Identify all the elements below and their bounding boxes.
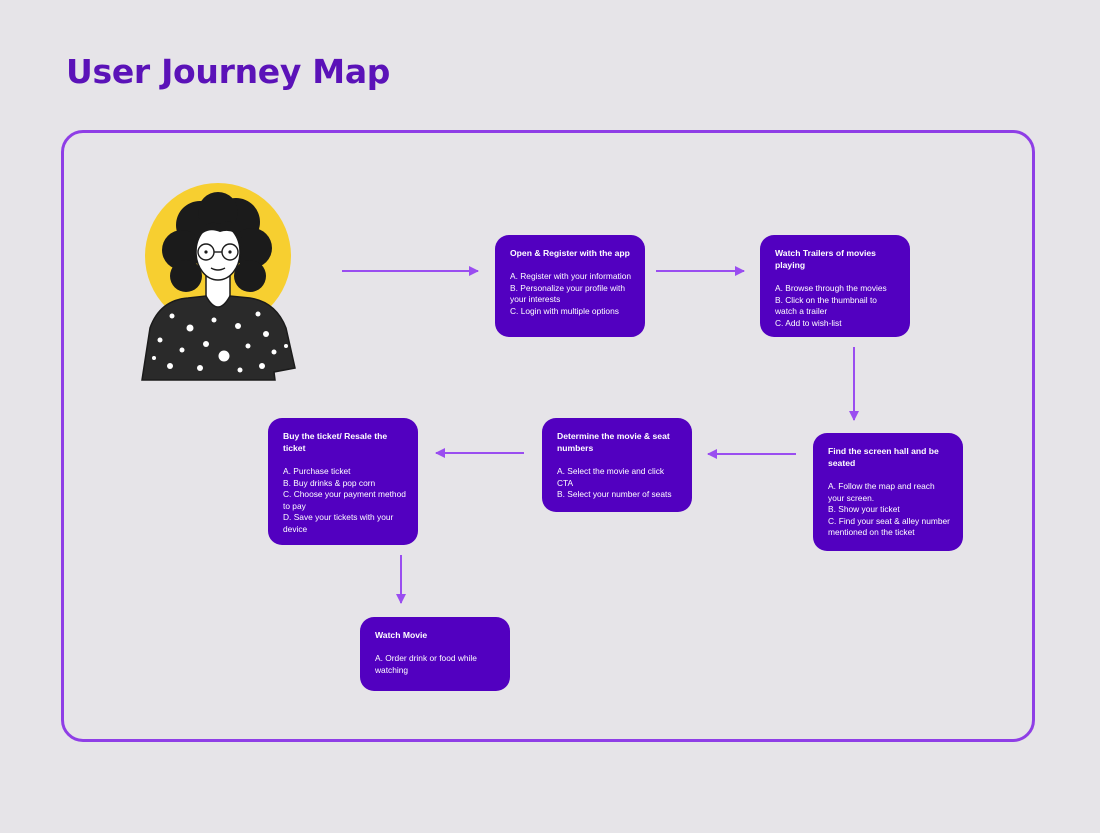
step-item: C. Choose your payment method to pay [283, 489, 406, 511]
step-item: B. Buy drinks & pop corn [283, 477, 376, 488]
step-item: A. Follow the map and reach your screen. [828, 481, 935, 503]
page-title: User Journey Map [66, 52, 391, 91]
step-item: A. Register with your information [510, 271, 632, 281]
step-item: B. Click on the thumbnail to watch a tra… [775, 294, 877, 317]
step-watch-movie: Watch Movie A. Order drink or food while… [360, 617, 510, 691]
step-item: B. Personalize your profile with your in… [510, 282, 625, 305]
step-items: A. Purchase ticket B. Buy drinks & pop c… [283, 466, 406, 536]
avatar-illustration [141, 183, 296, 381]
shirt-shape [141, 295, 296, 381]
step-item: B. Show your ticket [828, 504, 900, 515]
step-open-register: Open & Register with the app A. Register… [495, 235, 645, 337]
glasses-icon [197, 243, 239, 261]
step-items: A. Select the movie and click CTA B. Sel… [557, 466, 680, 501]
step-title: Determine the movie & seat numbers [557, 431, 670, 453]
step-title: Watch Movie [375, 630, 428, 640]
step-item: A. Purchase ticket [283, 466, 351, 476]
step-item: D. Save your tickets with your device [283, 512, 394, 534]
step-buy-ticket: Buy the ticket/ Resale the ticket A. Pur… [268, 418, 418, 545]
step-determine-seats: Determine the movie & seat numbers A. Se… [542, 418, 692, 512]
step-find-screen-hall: Find the screen hall and be seated A. Fo… [813, 433, 963, 551]
step-title: Watch Trailers of movies playing [775, 248, 876, 270]
step-watch-trailers: Watch Trailers of movies playing A. Brow… [760, 235, 910, 337]
step-items: A. Order drink or food while watching [375, 653, 498, 676]
journey-frame [61, 130, 1035, 742]
step-title: Find the screen hall and be seated [828, 446, 939, 468]
step-item: B. Select your number of seats [557, 489, 672, 500]
flow-arrows [342, 266, 859, 604]
step-item: A. Order drink or food while watching [375, 653, 477, 675]
shirt-dots [152, 311, 288, 373]
step-title: Open & Register with the app [510, 248, 630, 258]
bangs-shape [196, 221, 242, 240]
step-item: A. Select the movie and click CTA [557, 466, 665, 488]
step-items: A. Browse through the movies B. Click on… [775, 283, 898, 329]
step-item: C. Find your seat & alley number mention… [828, 515, 950, 538]
step-item: C. Login with multiple options [510, 305, 619, 316]
step-item: A. Browse through the movies [775, 283, 887, 293]
step-items: A. Follow the map and reach your screen.… [828, 481, 951, 539]
step-item: C. Add to wish-list [775, 317, 842, 328]
step-title: Buy the ticket/ Resale the ticket [283, 431, 388, 453]
step-items: A. Register with your information B. Per… [510, 271, 633, 317]
